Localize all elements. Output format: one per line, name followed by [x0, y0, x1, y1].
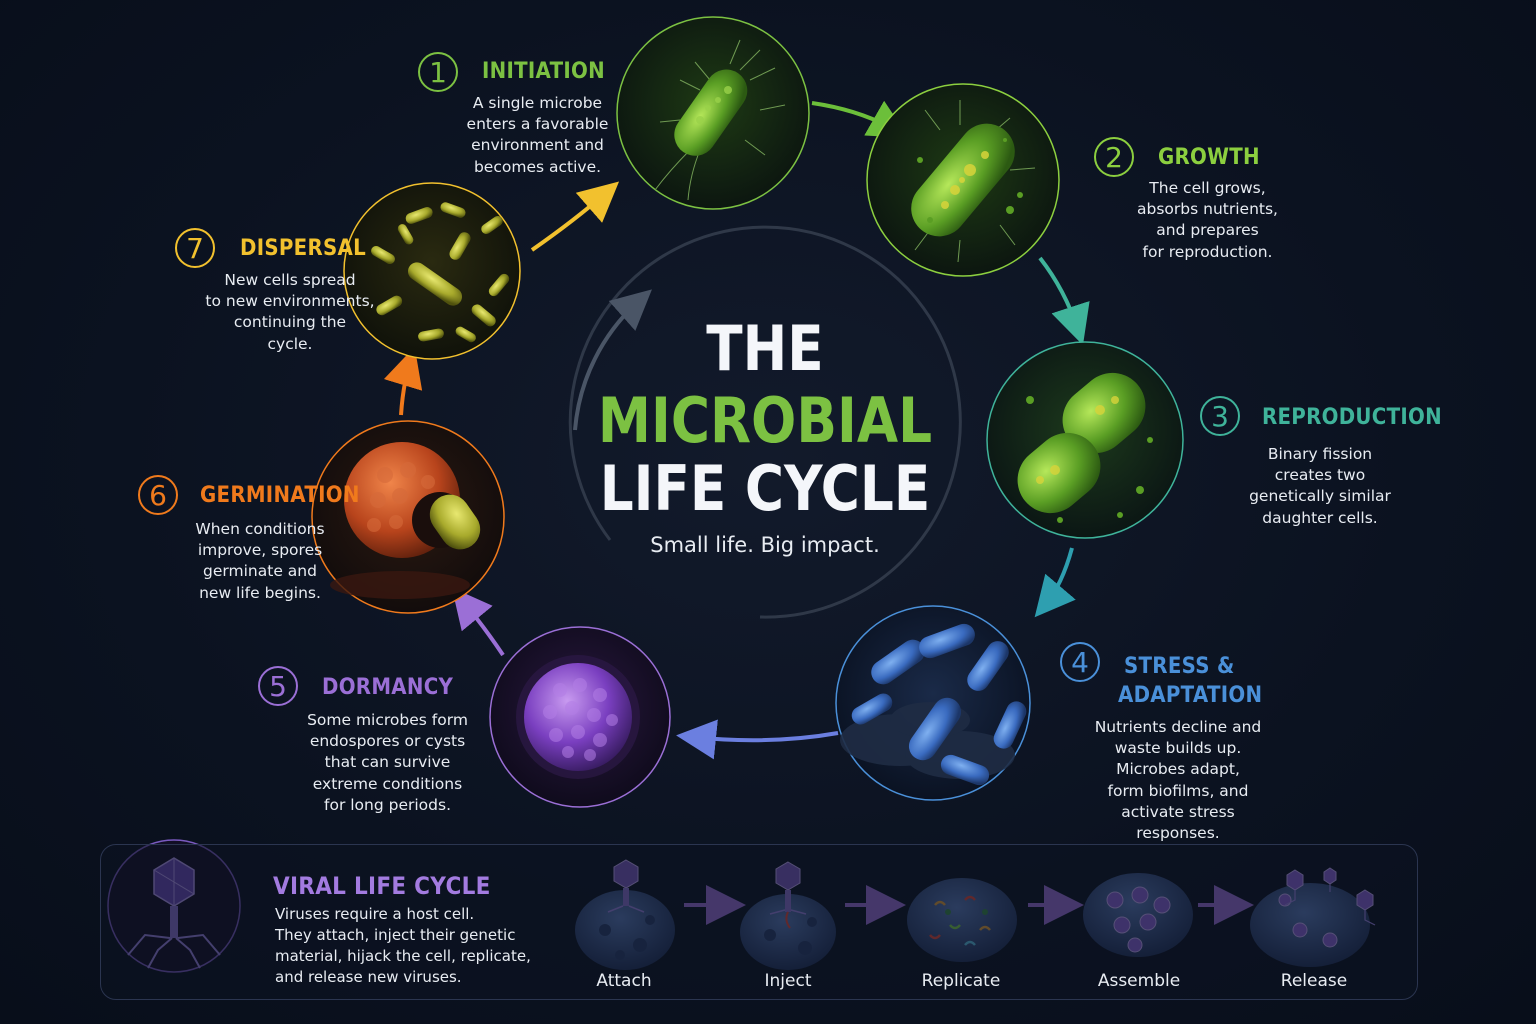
stage-4-title-line1: STRESS &	[1124, 654, 1235, 679]
stage-7-description: New cells spread to new environments, co…	[205, 271, 375, 353]
scattered-cells-icon	[343, 182, 521, 360]
stage-6-description: When conditions improve, spores germinat…	[195, 520, 325, 602]
stage-5-title: DORMANCY	[322, 675, 454, 700]
arrow-5-to-6	[451, 587, 505, 657]
stage-5-badge: 5	[258, 666, 298, 706]
viral-step-release-label: Release	[1280, 971, 1348, 991]
viral-step-attach-label: Attach	[596, 971, 652, 991]
stage-4-title-line2: ADAPTATION	[1118, 683, 1263, 708]
viral-step-assemble-label: Assemble	[1097, 971, 1181, 991]
growing-bacterium-icon	[866, 83, 1060, 277]
stage-2-description: The cell grows, absorbs nutrients, and p…	[1137, 179, 1278, 261]
stage-4-description: Nutrients decline and waste builds up. M…	[1094, 718, 1262, 843]
stage-3-badge: 3	[1200, 396, 1240, 436]
stage-3-title: REPRODUCTION	[1262, 405, 1442, 430]
stage-1-description: A single microbe enters a favorable envi…	[466, 94, 609, 176]
main-title-line2: MICROBIAL	[597, 384, 933, 457]
stage-5-description: Some microbes form endospores or cysts t…	[307, 711, 468, 814]
viral-step-replicate-label: Replicate	[921, 971, 1001, 991]
stage-7-title: DISPERSAL	[240, 236, 366, 261]
arrow-2-to-3	[1038, 256, 1090, 346]
viral-life-cycle-panel	[100, 844, 1418, 1000]
stage-1-badge: 1	[418, 52, 458, 92]
germinating-spore-icon	[311, 420, 505, 614]
center-cycle-ring	[568, 225, 962, 619]
arrow-7-to-1	[530, 181, 620, 252]
stage-6-title: GERMINATION	[200, 483, 360, 508]
center-ring-arrow	[573, 289, 652, 431]
arrow-6-to-7	[383, 346, 423, 416]
main-title-line1: THE	[706, 312, 824, 385]
stage-7-badge: 7	[175, 228, 215, 268]
stage-6-badge: 6	[138, 475, 178, 515]
endospore-icon	[489, 626, 671, 808]
rod-bacterium-icon	[616, 16, 810, 210]
viral-description: Viruses require a host cell. They attach…	[275, 905, 531, 986]
viral-title: VIRAL LIFE CYCLE	[273, 872, 491, 900]
stage-1-title: INITIATION	[482, 59, 605, 84]
stage-2-title: GROWTH	[1158, 145, 1260, 170]
main-title-line3: LIFE CYCLE	[599, 452, 931, 525]
arrow-3-to-4	[1034, 547, 1076, 618]
viral-step-inject-label: Inject	[764, 971, 812, 991]
stage-3-description: Binary fission creates two genetically s…	[1249, 445, 1391, 527]
dividing-bacterium-icon	[986, 341, 1184, 539]
arrow-1-to-2	[811, 100, 909, 138]
arrow-4-to-5	[676, 719, 839, 760]
stage-4-badge: 4	[1060, 642, 1100, 682]
main-tagline: Small life. Big impact.	[650, 533, 880, 557]
stage-2-badge: 2	[1094, 137, 1134, 177]
biofilm-icon	[835, 605, 1031, 801]
